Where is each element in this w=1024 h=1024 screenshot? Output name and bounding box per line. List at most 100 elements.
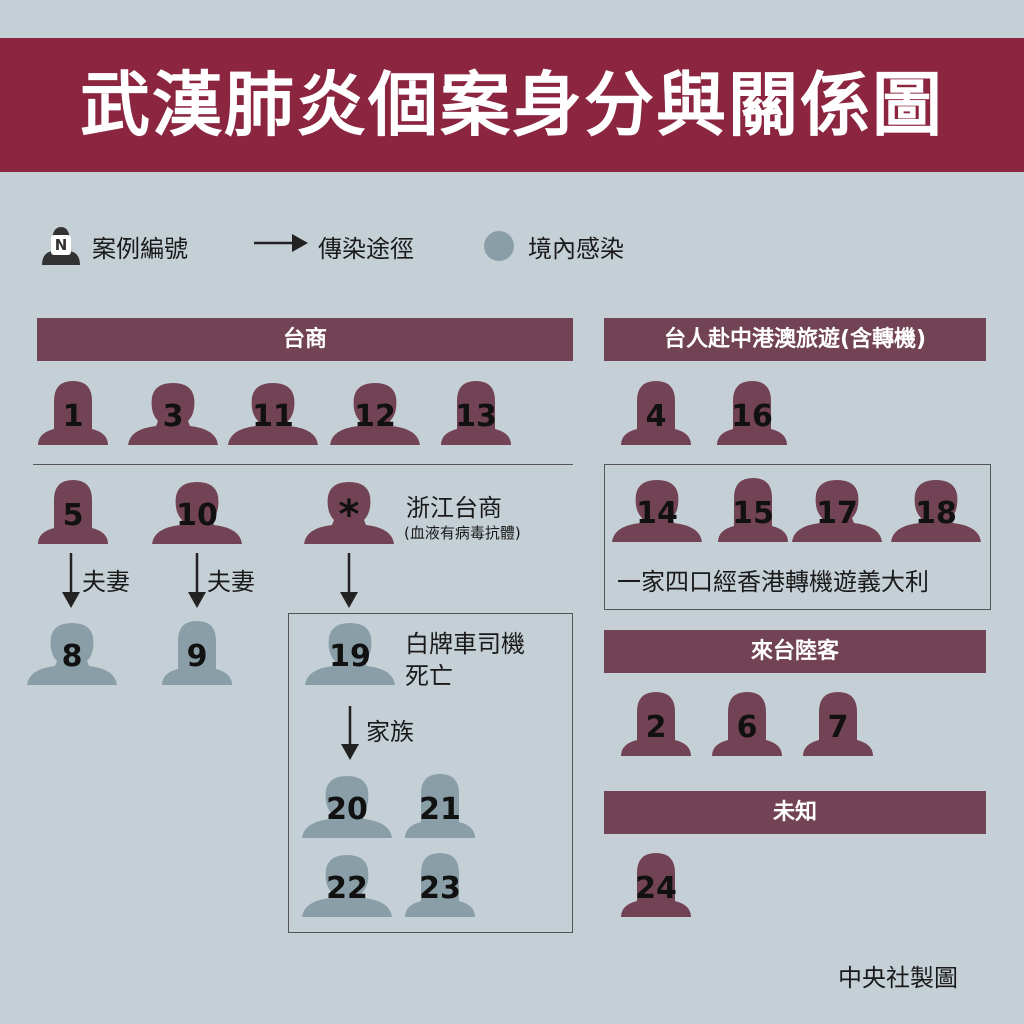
zhejiang-note: (血液有病毒抗體) — [404, 524, 521, 542]
male-figure-icon — [302, 855, 392, 917]
male-figure-icon — [612, 480, 702, 542]
case-14: 14 — [612, 474, 702, 544]
case-number: 21 — [419, 792, 461, 827]
case-2: 2 — [611, 688, 701, 758]
arrow-right-icon — [254, 234, 308, 252]
case-5: 5 — [28, 476, 118, 546]
case-number: 8 — [61, 639, 83, 674]
case-11: 11 — [228, 377, 318, 447]
case-number: 15 — [732, 496, 774, 531]
case-16: 16 — [707, 377, 797, 447]
female-figure-icon — [441, 381, 511, 445]
female-figure-icon — [621, 853, 691, 917]
case-1: 1 — [28, 377, 118, 447]
female-figure-icon — [405, 853, 475, 917]
case-number: 5 — [62, 498, 84, 533]
asterisk-mark: * — [338, 492, 360, 538]
male-figure-icon — [228, 383, 318, 445]
case-number: 14 — [636, 496, 678, 531]
female-figure-icon — [621, 692, 691, 756]
female-figure-icon — [718, 478, 788, 542]
case-4: 4 — [611, 377, 701, 447]
case-number: 2 — [645, 710, 667, 745]
case-number: 9 — [186, 639, 208, 674]
zhejiang-label: 浙江台商 — [406, 494, 502, 522]
legend: N 案例編號 傳染途徑 境內感染 — [0, 215, 700, 275]
case-number: 24 — [635, 871, 677, 906]
group-bar-unknown: 未知 — [604, 791, 986, 834]
legend-local: 境內感染 — [528, 235, 624, 263]
arrow-10-to-9 — [188, 553, 206, 608]
case-7: 7 — [793, 688, 883, 758]
case-9: 9 — [152, 617, 242, 687]
driver-label-line2: 死亡 — [405, 662, 453, 690]
female-figure-icon — [38, 480, 108, 544]
legend-transmission: 傳染途徑 — [318, 235, 414, 263]
family-label: 家族 — [366, 718, 414, 746]
case-19: 19 — [305, 617, 395, 687]
female-figure-icon — [38, 381, 108, 445]
case-22: 22 — [302, 849, 392, 919]
case-24: 24 — [611, 849, 701, 919]
female-figure-icon — [621, 381, 691, 445]
case-8: 8 — [27, 617, 117, 687]
case-number: 7 — [827, 710, 849, 745]
family-travel-box — [604, 464, 991, 610]
male-figure-icon — [302, 776, 392, 838]
male-figure-icon — [891, 480, 981, 542]
male-figure-icon — [128, 383, 218, 445]
legend-case-id: 案例編號 — [92, 235, 188, 263]
case-18: 18 — [891, 474, 981, 544]
female-figure-icon — [803, 692, 873, 756]
case-number: 13 — [455, 399, 497, 434]
case-number: 10 — [176, 498, 218, 533]
male-figure-icon — [792, 480, 882, 542]
group-bar-travel: 台人赴中港澳旅遊(含轉機) — [604, 318, 986, 361]
female-figure-icon — [712, 692, 782, 756]
driver-label-line1: 白牌車司機 — [405, 630, 525, 658]
case-number: 1 — [62, 399, 84, 434]
case-number: 11 — [252, 399, 294, 434]
case-23: 23 — [395, 849, 485, 919]
case-20: 20 — [302, 770, 392, 840]
case-6: 6 — [702, 688, 792, 758]
case-zhejiang: * — [304, 476, 394, 546]
female-figure-icon — [717, 381, 787, 445]
case-number: 20 — [326, 792, 368, 827]
male-figure-icon — [330, 383, 420, 445]
arrow-19-to-family — [341, 706, 359, 760]
case-number: 19 — [329, 639, 371, 674]
credit: 中央社製圖 — [838, 964, 958, 992]
case-number: 22 — [326, 871, 368, 906]
male-figure-icon — [305, 623, 395, 685]
arrow-5-to-8 — [62, 553, 80, 608]
male-figure-icon — [304, 482, 394, 544]
case-3: 3 — [128, 377, 218, 447]
case-number: 16 — [731, 399, 773, 434]
case-number: 23 — [419, 871, 461, 906]
case-13: 13 — [431, 377, 521, 447]
driver-cluster-box — [288, 613, 573, 933]
male-figure-icon — [152, 482, 242, 544]
female-figure-icon — [405, 774, 475, 838]
case-number: 12 — [354, 399, 396, 434]
case-17: 17 — [792, 474, 882, 544]
couple-label-10-9: 夫妻 — [207, 568, 255, 596]
group-bar-mainland: 來台陸客 — [604, 630, 986, 673]
case-number: 3 — [162, 399, 184, 434]
case-number: 17 — [816, 496, 858, 531]
female-figure-icon — [162, 621, 232, 685]
case-12: 12 — [330, 377, 420, 447]
local-dot-icon — [484, 231, 514, 261]
case-10: 10 — [152, 476, 242, 546]
case-number: 4 — [645, 399, 667, 434]
arrow-zhejiang-to-19 — [340, 553, 358, 608]
case-number: 6 — [736, 710, 758, 745]
case-15: 15 — [708, 474, 798, 544]
page-title: 武漢肺炎個案身分與關係圖 — [80, 64, 944, 146]
case-id-glyph: N — [51, 235, 71, 255]
group-bar-taishang: 台商 — [37, 318, 573, 361]
family-travel-label: 一家四口經香港轉機遊義大利 — [617, 568, 929, 596]
case-21: 21 — [395, 770, 485, 840]
